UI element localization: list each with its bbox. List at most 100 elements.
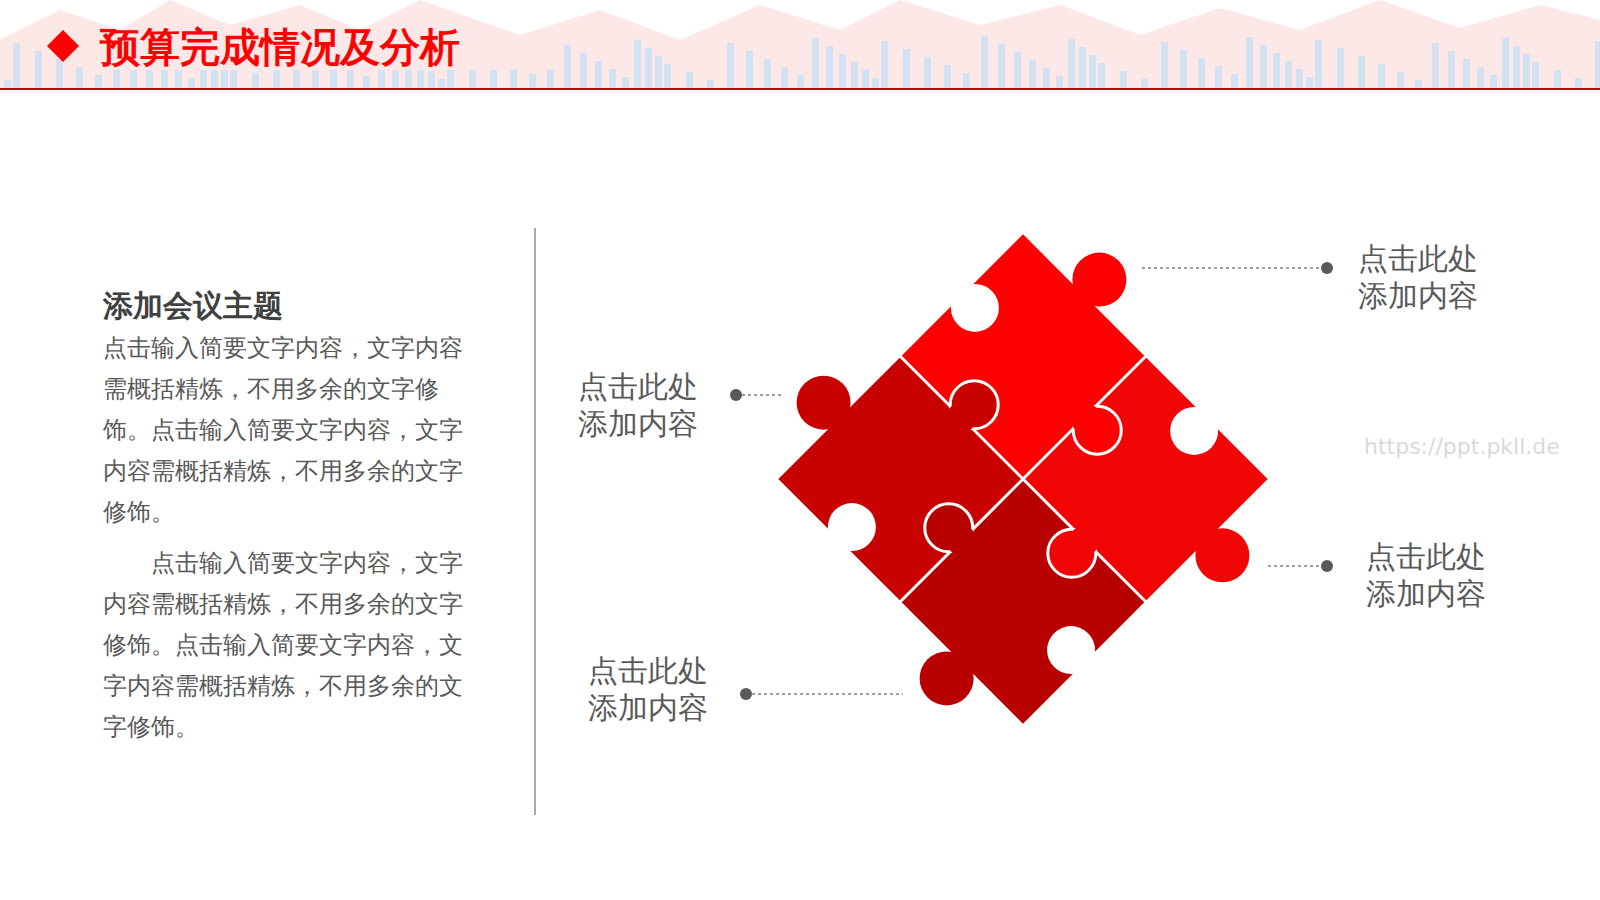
- skyline-bar: [839, 54, 846, 88]
- skyline-bar: [826, 46, 833, 88]
- skyline-bar: [1337, 48, 1344, 88]
- slide-title: 预算完成情况及分析: [100, 20, 460, 74]
- skyline-bar: [221, 70, 228, 88]
- skyline-bar: [872, 78, 879, 88]
- skyline-bar: [347, 70, 354, 88]
- skyline-bar: [851, 62, 858, 88]
- skyline-bar: [273, 70, 280, 88]
- skyline-bar: [510, 70, 517, 88]
- skyline-bar: [1198, 58, 1205, 88]
- skyline-bar: [1477, 67, 1484, 88]
- skyline-bar: [1089, 55, 1096, 88]
- skyline-bar: [95, 75, 102, 88]
- skyline-bar: [56, 59, 63, 88]
- skyline-bar: [1029, 60, 1036, 88]
- skyline-bar: [1306, 77, 1313, 88]
- skyline-bar: [781, 67, 788, 88]
- skyline-bar: [130, 70, 137, 88]
- skyline-bar: [862, 70, 869, 88]
- skyline-bar: [230, 70, 237, 88]
- skyline-bar: [252, 73, 259, 88]
- skyline-bar: [595, 61, 602, 88]
- skyline-bar: [211, 70, 218, 88]
- divider: [534, 228, 536, 815]
- skyline-bar: [1575, 78, 1582, 88]
- skyline-bar: [1180, 50, 1187, 88]
- skyline-bar: [1463, 59, 1470, 88]
- skyline-bar: [655, 56, 662, 88]
- skyline-bar: [13, 43, 20, 88]
- skyline-bar: [1141, 79, 1148, 88]
- skyline-bar: [547, 70, 554, 88]
- skyline-bar: [363, 76, 370, 88]
- skyline-bar: [1260, 45, 1267, 88]
- callout-text: 点击此处 添加内容: [578, 368, 707, 442]
- skyline-bar: [200, 70, 207, 88]
- header-skyline: [0, 0, 1600, 88]
- skyline-bar: [1502, 38, 1509, 88]
- skyline-bar: [405, 70, 412, 88]
- skyline-bar: [188, 78, 195, 88]
- skyline-bar: [1014, 52, 1021, 88]
- skyline-bar: [998, 44, 1005, 88]
- skyline-bar: [378, 70, 385, 88]
- skyline-bar: [1043, 68, 1050, 88]
- skyline-bar: [746, 51, 753, 88]
- skyline-bar: [1285, 61, 1292, 88]
- skyline-bar: [1554, 70, 1561, 88]
- skyline-bar: [580, 53, 587, 88]
- header-rule: [0, 88, 1600, 90]
- callout-text: 点击此处 添加内容: [1358, 240, 1487, 314]
- skyline-bar: [1532, 62, 1539, 88]
- skyline-bar: [1358, 56, 1365, 88]
- skyline-bar: [1161, 42, 1168, 88]
- skyline-bar: [438, 79, 445, 88]
- skyline-bar: [1523, 54, 1530, 88]
- skyline-bar: [609, 69, 616, 88]
- skyline-bar: [175, 70, 182, 88]
- skyline-bar: [529, 74, 536, 88]
- skyline-bar: [1296, 69, 1303, 88]
- body-paragraph: 点击输入简要文字内容，文字内容需概括精炼，不用多余的文字修饰。点击输入简要文字内…: [103, 328, 483, 533]
- skyline-bar: [76, 67, 83, 88]
- skyline-bar: [1079, 47, 1086, 88]
- skyline-bar: [428, 71, 435, 88]
- skyline-bar: [1513, 46, 1520, 88]
- skyline-bar: [944, 65, 951, 88]
- skyline-bar: [727, 43, 734, 88]
- skyline-bar: [1056, 76, 1063, 88]
- skyline-bar: [146, 70, 153, 88]
- skyline-bar: [1215, 66, 1222, 88]
- leader-dots: [730, 262, 1333, 700]
- watermark: https://ppt.pkll.de: [1364, 434, 1560, 459]
- skyline-bar: [981, 36, 988, 88]
- skyline-bar: [469, 70, 476, 88]
- callout-text: 点击此处 添加内容: [1366, 538, 1495, 612]
- skyline-bar: [1415, 80, 1422, 88]
- skyline-bar: [1397, 72, 1404, 88]
- skyline-bar: [1315, 40, 1322, 88]
- skyline-bar: [1273, 53, 1280, 88]
- skyline-bar: [812, 38, 819, 88]
- skyline-bar: [1490, 75, 1497, 88]
- skyline-bar: [447, 70, 454, 88]
- skyline-bar: [312, 70, 319, 88]
- topic-heading: 添加会议主题: [103, 286, 283, 327]
- skyline-bar: [622, 77, 629, 88]
- skyline-bar: [330, 70, 337, 88]
- skyline-bar: [903, 49, 910, 88]
- skyline-bar: [924, 57, 931, 88]
- skyline-bar: [161, 70, 168, 88]
- skyline-bar: [490, 70, 497, 88]
- skyline-bar: [35, 51, 42, 88]
- skyline-bar: [1595, 41, 1600, 88]
- skyline-bar: [1098, 63, 1105, 88]
- body-paragraph: 点击输入简要文字内容，文字内容需概括精炼，不用多余的文字修饰。点击输入简要文字内…: [103, 543, 483, 748]
- skyline-bar: [564, 45, 571, 88]
- skyline-bar: [664, 64, 671, 88]
- callout-text: 点击此处 添加内容: [588, 652, 717, 726]
- skyline-bar: [417, 70, 424, 88]
- skyline-bar: [881, 41, 888, 88]
- skyline-bar: [293, 70, 300, 88]
